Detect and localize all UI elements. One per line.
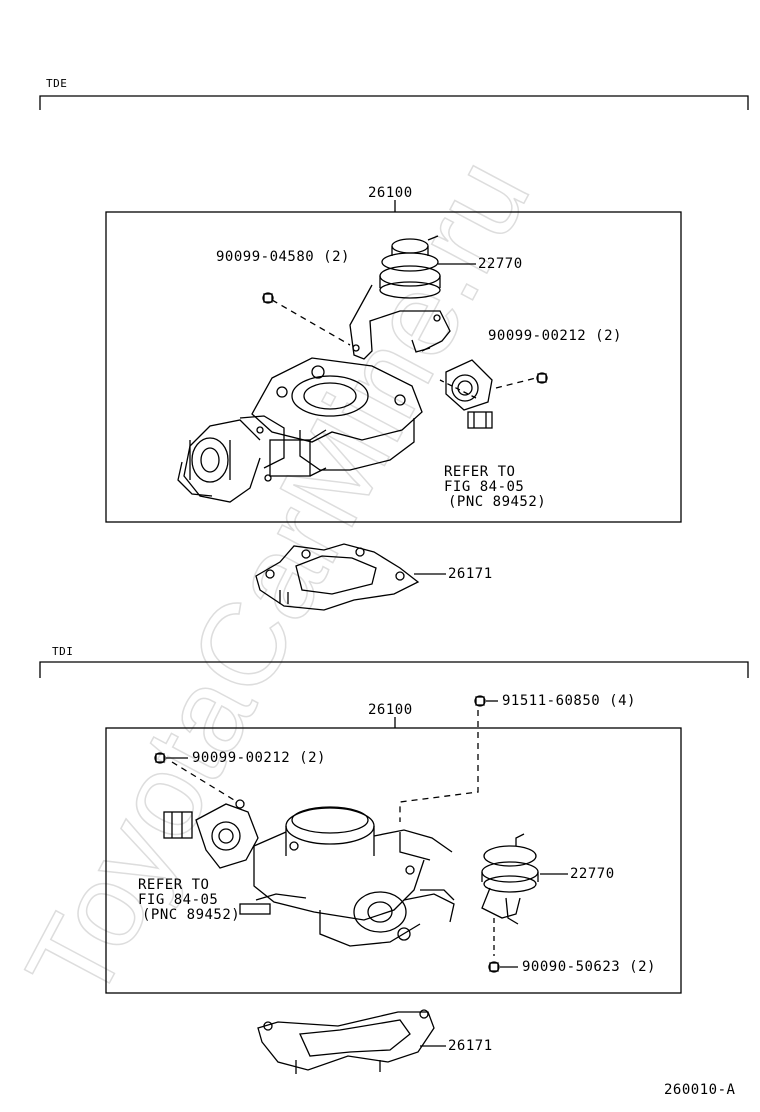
tdi-section-bracket [39, 661, 749, 678]
tde-gasket-label-26171: 26171 [448, 566, 493, 582]
tdi-gasket-26171 [257, 1009, 435, 1074]
tde-screw-90099-00212 [536, 372, 548, 384]
tdi-throttle-body [239, 806, 455, 947]
tde-refer-line-1: REFER TO [444, 464, 516, 480]
tde-assembly-number: 26100 [368, 185, 413, 201]
section-title-tde: TDE [46, 77, 68, 90]
tde-section-bracket [39, 95, 749, 110]
tdi-part-label-91511-60850: 91511-60850 (4) [502, 693, 636, 709]
tdi-throttle-position-sensor [163, 799, 259, 869]
tdi-refer-line-2: FIG 84-05 [138, 892, 219, 908]
tdi-part-label-90090-50623: 90090-50623 (2) [522, 959, 656, 975]
tdi-bolt-91511-60850 [474, 695, 486, 707]
tdi-refer-line-1: REFER TO [138, 877, 210, 893]
tdi-part-label-90099-00212: 90099-00212 (2) [192, 750, 326, 766]
tdi-refer-line-3: (PNC 89452) [142, 907, 241, 923]
tde-throttle-position-sensor [445, 359, 493, 429]
tde-refer-line-3: (PNC 89452) [448, 494, 547, 510]
tde-refer-line-2: FIG 84-05 [444, 479, 525, 495]
tde-part-label-22770: 22770 [478, 256, 523, 272]
tdi-actuator-22770 [481, 833, 539, 925]
tde-throttle-body [177, 357, 423, 503]
tdi-gasket-label-26171: 26171 [448, 1038, 493, 1054]
figure-id: 260010-A [664, 1082, 736, 1098]
tde-bolt-90099-04580 [262, 292, 274, 304]
section-title-tdi: TDI [52, 645, 74, 658]
tde-actuator-22770 [349, 235, 451, 360]
tde-gasket-26171 [255, 543, 420, 611]
tdi-assembly-number: 26100 [368, 702, 413, 718]
tdi-screw-90099-00212 [154, 752, 166, 764]
tdi-part-label-22770: 22770 [570, 866, 615, 882]
tdi-bolt-90090-50623 [488, 961, 500, 973]
tde-assembly-box [105, 211, 682, 523]
tde-part-label-90099-00212: 90099-00212 (2) [488, 328, 622, 344]
tdi-assembly-box [105, 727, 682, 994]
tde-part-label-90099-04580: 90099-04580 (2) [216, 249, 350, 265]
